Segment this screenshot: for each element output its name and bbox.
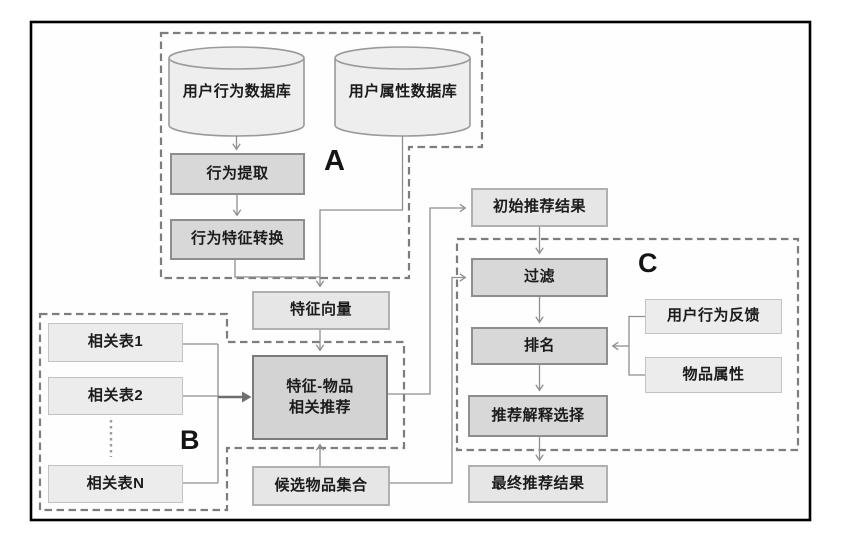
related-tables-arrow bbox=[218, 391, 252, 403]
related-table-n-box: 相关表N bbox=[48, 465, 183, 503]
related-table-1-box: 相关表1 bbox=[48, 323, 183, 362]
ranking-box: 排名 bbox=[471, 327, 608, 365]
feature-vector-box: 特征向量 bbox=[252, 291, 390, 330]
final-results-box: 最终推荐结果 bbox=[468, 465, 608, 503]
filter-box: 过滤 bbox=[471, 258, 608, 297]
explanation-select-box: 推荐解释选择 bbox=[468, 395, 608, 437]
behavior-extract-box: 行为提取 bbox=[170, 153, 305, 195]
behavior-database-label: 用户行为数据库 bbox=[182, 82, 292, 100]
group-b-label: B bbox=[180, 425, 200, 455]
group-a-label: A bbox=[324, 145, 345, 177]
attribute-database-label: 用户属性数据库 bbox=[348, 82, 458, 100]
item-attributes-box: 物品属性 bbox=[645, 357, 782, 393]
connectors bbox=[183, 136, 645, 484]
behavior-database-cylinder bbox=[168, 46, 305, 137]
feature-item-recommend-line2: 相关推荐 bbox=[288, 398, 351, 416]
attribute-database-cylinder bbox=[334, 46, 471, 137]
initial-results-box: 初始推荐结果 bbox=[471, 188, 608, 227]
user-feedback-box: 用户行为反馈 bbox=[645, 299, 782, 334]
group-c-label: C bbox=[638, 248, 658, 278]
feature-item-recommend-box: 特征-物品 相关推荐 bbox=[252, 355, 388, 440]
group-c-outline bbox=[455, 237, 800, 452]
group-a-outline bbox=[159, 31, 484, 280]
behavior-feature-convert-box: 行为特征转换 bbox=[170, 219, 305, 260]
related-table-2-box: 相关表2 bbox=[48, 377, 183, 415]
candidate-items-box: 候选物品集合 bbox=[252, 466, 390, 506]
feature-item-recommend-line1: 特征-物品 bbox=[286, 378, 354, 396]
group-b-outline bbox=[38, 312, 406, 512]
